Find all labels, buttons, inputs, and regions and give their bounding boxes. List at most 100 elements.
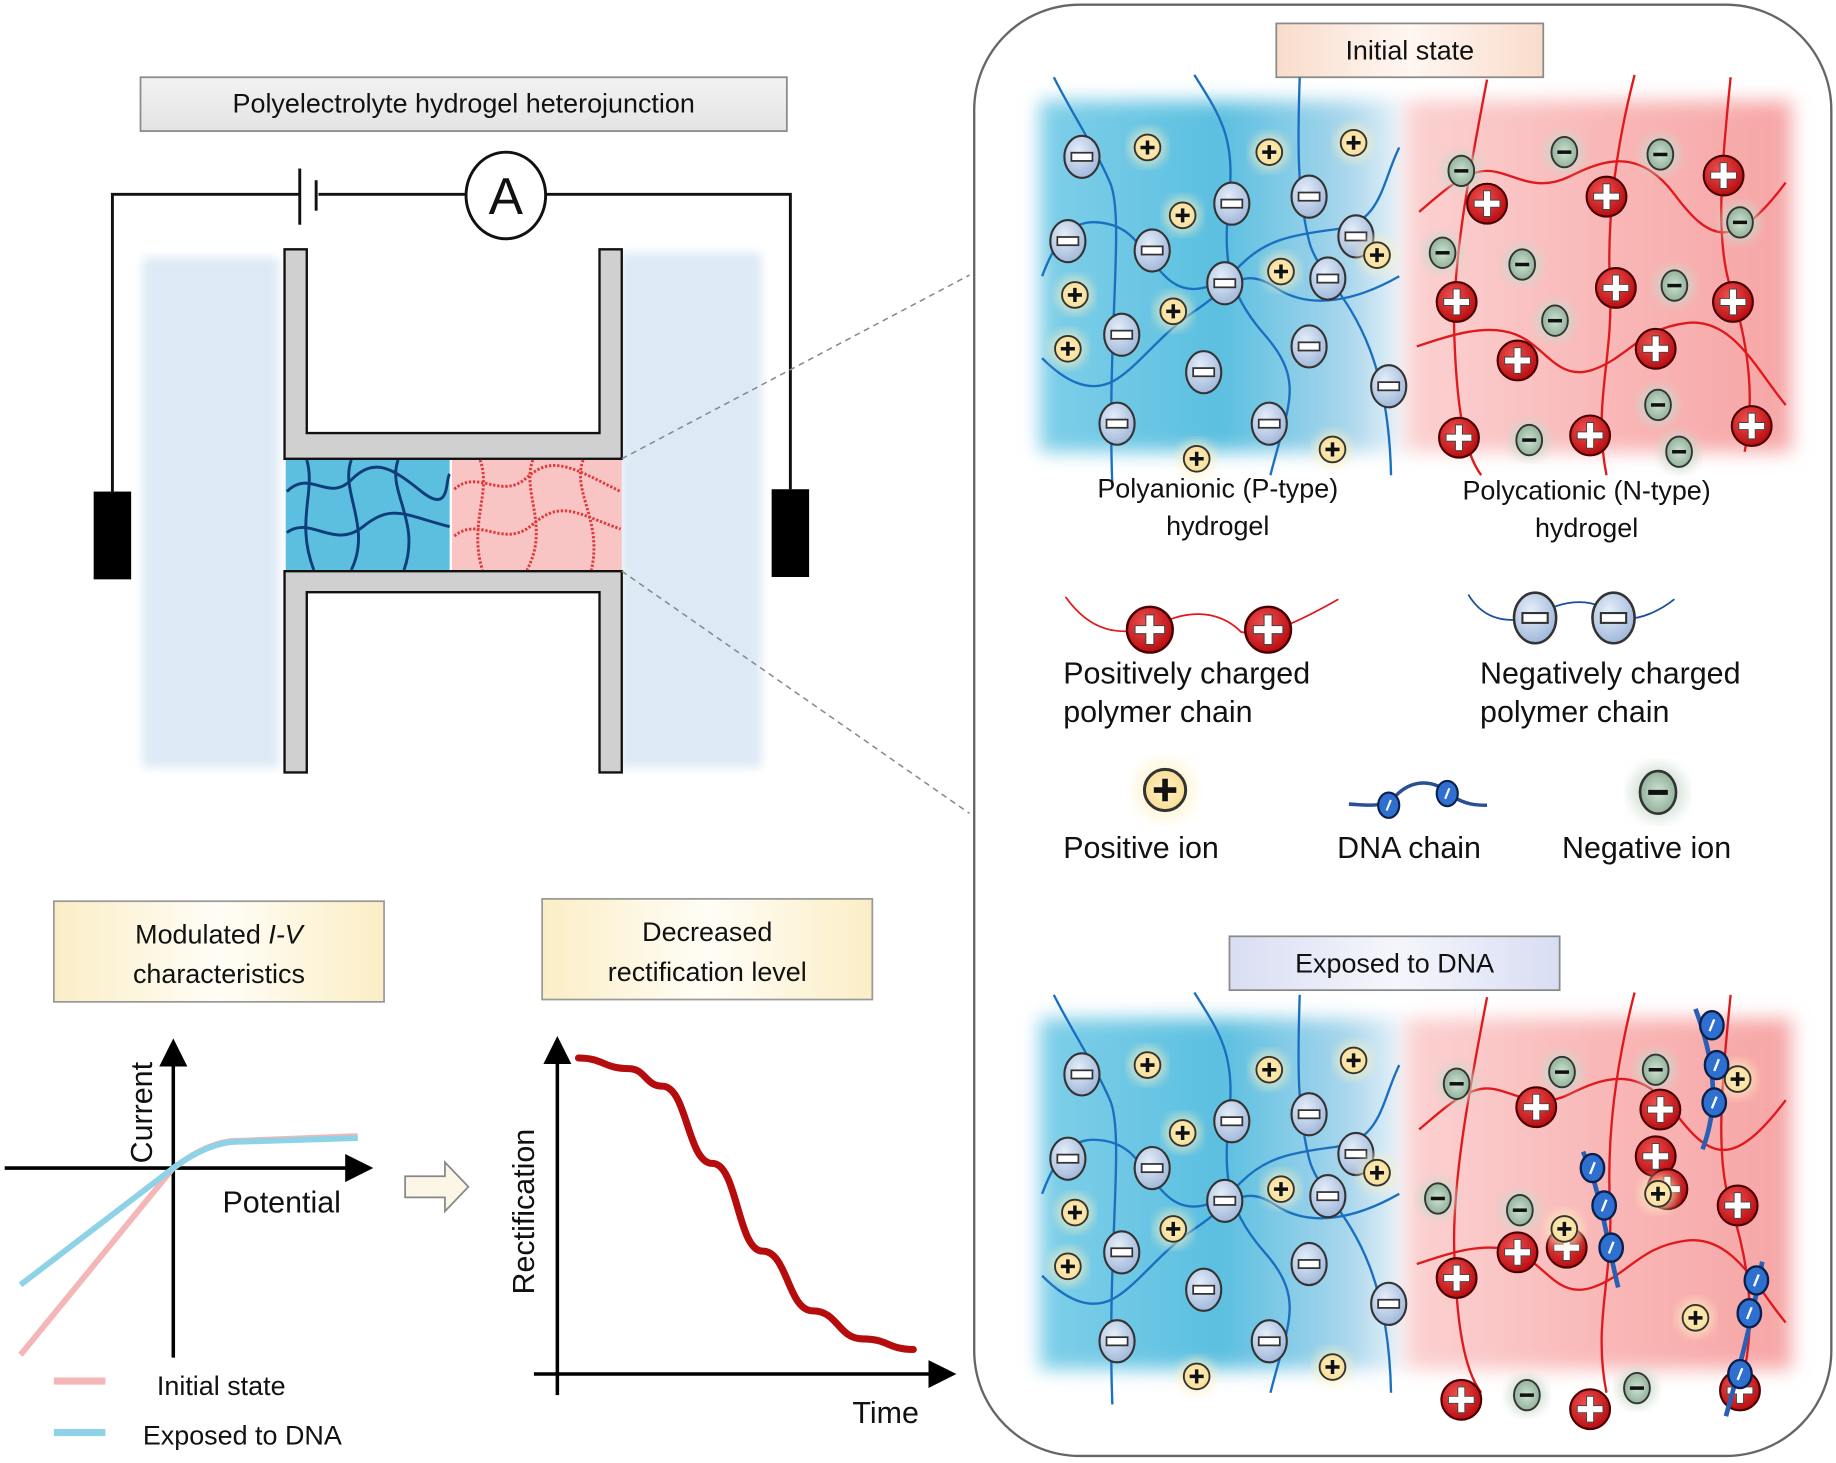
legend-dna-chain: DNA chain bbox=[1337, 779, 1488, 865]
iv-title-line1: Modulated I-V bbox=[135, 919, 306, 949]
positive-monomer-icon bbox=[1244, 605, 1293, 654]
flow-arrow-icon bbox=[404, 1160, 470, 1214]
negative-ion-icon bbox=[1617, 1368, 1657, 1408]
positive-ion-icon bbox=[1049, 1247, 1087, 1286]
negative-monomer-icon bbox=[1512, 591, 1558, 645]
positive-ion-icon bbox=[1135, 760, 1196, 820]
legend-neg-ion-label: Negative ion bbox=[1562, 831, 1731, 865]
negative-monomer-icon bbox=[1133, 1145, 1171, 1191]
positive-ion-icon bbox=[1056, 276, 1094, 314]
rect-series-curve bbox=[574, 1054, 917, 1353]
rect-title-box bbox=[541, 897, 874, 1001]
positive-ion-icon bbox=[1128, 128, 1167, 167]
negative-monomer-icon bbox=[1213, 181, 1251, 226]
iv-y-label: Current bbox=[125, 1061, 159, 1163]
legend-positive-ion: Positive ion bbox=[1063, 760, 1219, 865]
positive-monomer-icon bbox=[1466, 182, 1509, 225]
circuit-wire bbox=[110, 192, 792, 492]
negative-monomer-icon bbox=[1206, 1178, 1244, 1223]
negative-monomer-icon bbox=[1133, 228, 1171, 273]
device-title-box bbox=[139, 76, 788, 132]
iv-title-plain: Modulated bbox=[135, 919, 268, 949]
positive-ion-icon bbox=[1334, 1041, 1373, 1080]
n-gel-network bbox=[453, 459, 622, 571]
left-reservoir bbox=[142, 257, 279, 768]
legend-pos-chain-line1: Positively charged bbox=[1063, 657, 1310, 691]
legend-pos-ion-label: Positive ion bbox=[1063, 831, 1219, 865]
negative-monomer-icon bbox=[1063, 134, 1101, 179]
positive-monomer-icon bbox=[1585, 175, 1628, 218]
negative-monomer-icon bbox=[1309, 1174, 1347, 1219]
rect-title-line2: rectification level bbox=[608, 957, 807, 987]
negative-ion-icon bbox=[1417, 1178, 1458, 1219]
initial-gel-pair bbox=[1039, 74, 1792, 487]
negative-ion-icon bbox=[1640, 134, 1681, 175]
n-type-gel-mini bbox=[451, 459, 622, 570]
negative-monomer-icon bbox=[1185, 350, 1223, 395]
p-gel-particles bbox=[1049, 124, 1408, 478]
positive-ion-icon bbox=[1313, 1348, 1352, 1386]
positive-monomer-icon bbox=[1594, 266, 1637, 309]
iv-x-label: Potential bbox=[222, 1186, 340, 1220]
mechanism-panel: Initial state Polyanionic (P-type) hydro… bbox=[973, 3, 1833, 1458]
left-electrode bbox=[93, 491, 132, 580]
ammeter-icon bbox=[464, 150, 548, 241]
p-gel-network bbox=[285, 459, 451, 571]
positive-monomer-icon bbox=[1730, 405, 1773, 447]
negative-ion-icon bbox=[1544, 132, 1585, 173]
dna-monomer-icon bbox=[1377, 791, 1401, 819]
negative-monomer-icon bbox=[1098, 401, 1136, 446]
right-reservoir bbox=[620, 252, 762, 768]
n-gel-label-line1: Polycationic (N-type) bbox=[1462, 476, 1710, 506]
negative-monomer-icon bbox=[1370, 1281, 1408, 1326]
dna-monomer-icon bbox=[1743, 1265, 1770, 1296]
dna-monomer-icon bbox=[1591, 1190, 1618, 1221]
device-title: Polyelectrolyte hydrogel heterojunction bbox=[233, 88, 695, 118]
positive-ion-icon bbox=[1177, 440, 1216, 478]
legend-dna-label: DNA chain bbox=[1337, 831, 1481, 865]
iv-title-box bbox=[52, 900, 385, 1003]
legend-negative-chain: Negatively charged polymer chain bbox=[1467, 591, 1741, 729]
negative-monomer-icon bbox=[1591, 591, 1636, 645]
dna-monomer-icon bbox=[1736, 1297, 1763, 1329]
negative-ion-icon bbox=[1630, 764, 1686, 821]
positive-ion-icon bbox=[1049, 330, 1087, 368]
rect-title-line1: Decreased bbox=[642, 917, 772, 947]
legend-neg-chain-line1: Negatively charged bbox=[1480, 657, 1740, 691]
positive-ion-icon bbox=[1334, 124, 1373, 162]
positive-ion-icon bbox=[1358, 236, 1396, 274]
positive-monomer-icon bbox=[1639, 1088, 1682, 1131]
negative-monomer-icon bbox=[1290, 1241, 1328, 1287]
right-electrode bbox=[771, 489, 810, 578]
legend-positive-chain: Positively charged polymer chain bbox=[1063, 596, 1339, 729]
negative-ion-icon bbox=[1542, 1052, 1582, 1092]
rect-y-label: Rectification bbox=[507, 1129, 541, 1295]
negative-monomer-icon bbox=[1049, 218, 1087, 264]
positive-ion-icon bbox=[1358, 1154, 1396, 1192]
legend-neg-chain-line2: polymer chain bbox=[1480, 695, 1669, 729]
negative-monomer-icon bbox=[1250, 1319, 1288, 1364]
legend-negative-ion: Negative ion bbox=[1562, 764, 1731, 865]
positive-ion-icon bbox=[1154, 1210, 1192, 1248]
positive-ion-icon bbox=[1639, 1175, 1677, 1213]
legend-label-initial: Initial state bbox=[157, 1371, 286, 1401]
negative-ion-icon bbox=[1635, 1049, 1676, 1090]
negative-monomer-icon bbox=[1206, 261, 1244, 306]
dna-chains bbox=[1579, 1008, 1770, 1417]
positive-monomer-icon bbox=[1438, 416, 1480, 459]
n-gel-label-line2: hydrogel bbox=[1535, 513, 1638, 543]
negative-monomer-icon bbox=[1103, 312, 1141, 357]
positive-monomer-icon bbox=[1125, 605, 1174, 654]
positive-monomer-icon bbox=[1496, 339, 1539, 382]
dna-monomer-icon bbox=[1377, 791, 1401, 819]
dna-monomer-icon bbox=[1435, 779, 1459, 808]
zoom-line-bottom bbox=[621, 570, 970, 815]
negative-monomer-icon bbox=[1063, 1052, 1101, 1097]
p-type-gel-mini bbox=[285, 459, 450, 570]
negative-monomer-icon bbox=[1591, 591, 1636, 645]
positive-ion-icon bbox=[1676, 1299, 1715, 1337]
iv-chart: Modulated I-V characteristics Current Po… bbox=[4, 900, 385, 1450]
positive-ion-icon bbox=[1250, 133, 1289, 171]
positive-monomer-icon bbox=[1634, 1135, 1677, 1178]
positive-ion-icon bbox=[1128, 1046, 1167, 1084]
